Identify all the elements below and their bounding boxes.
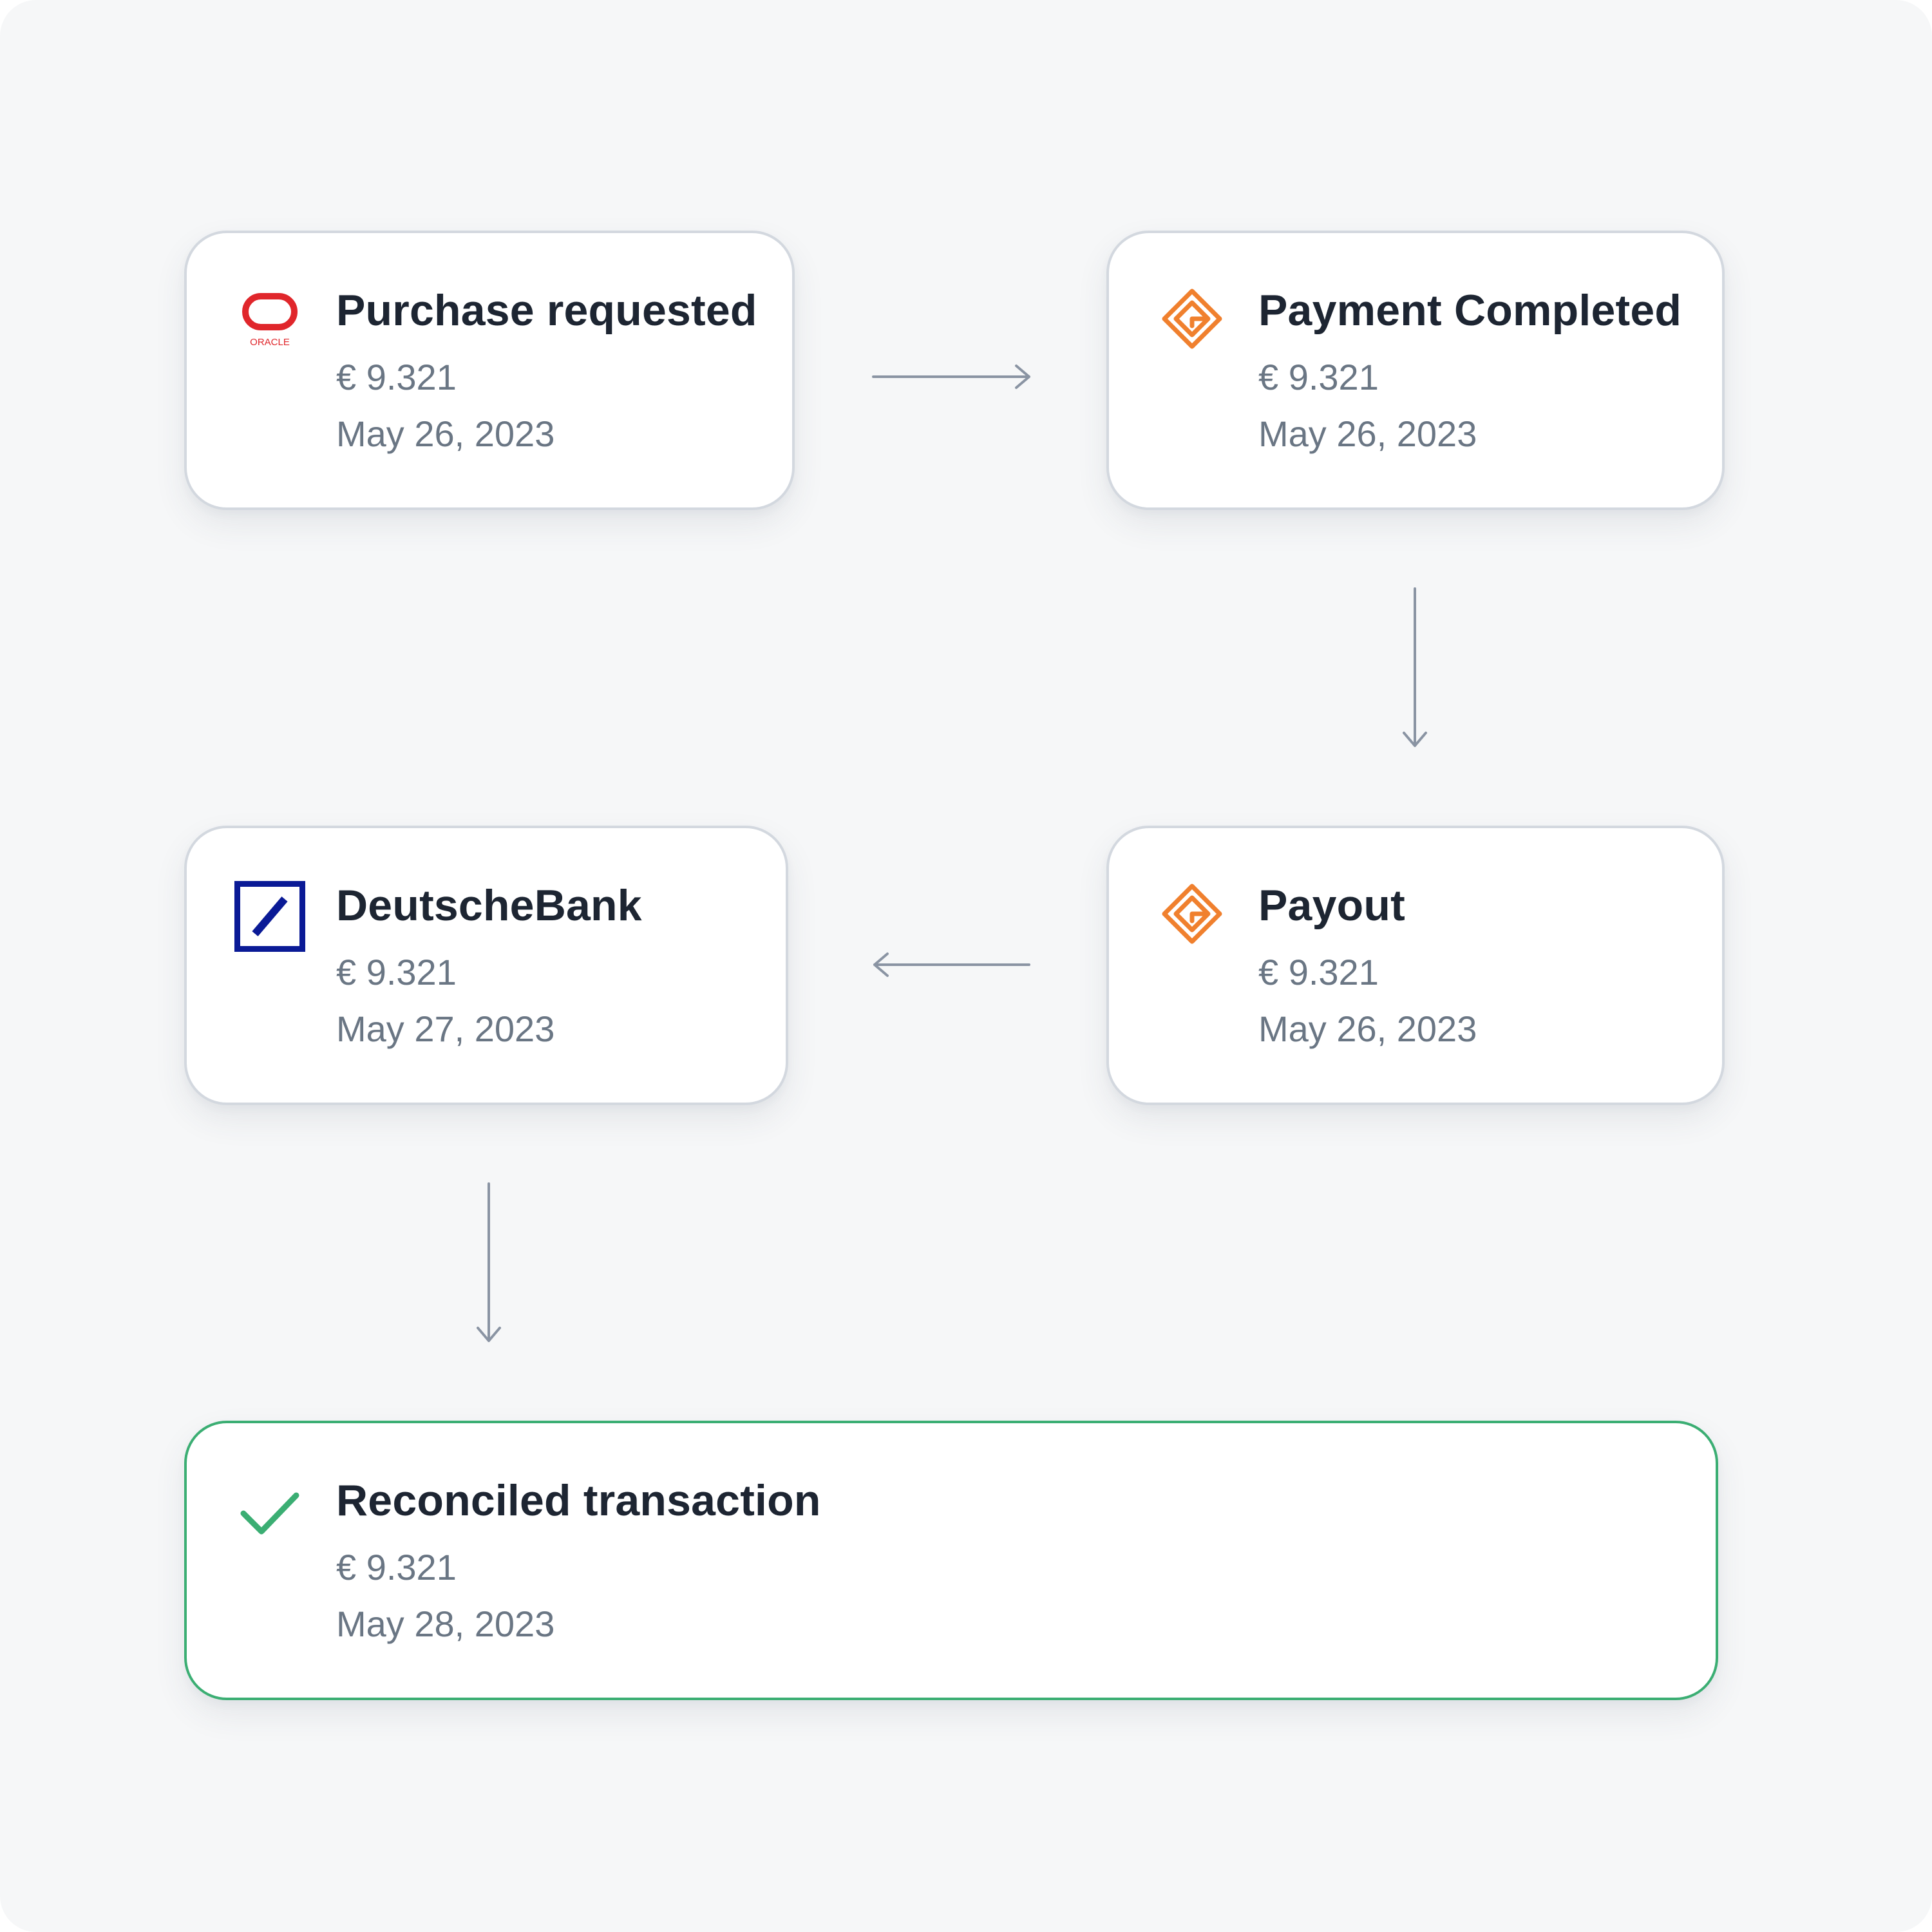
arrow-left-icon bbox=[872, 949, 1030, 981]
step-date: May 26, 2023 bbox=[1258, 413, 1477, 454]
arrow-down-icon bbox=[473, 1182, 505, 1343]
step-title: DeutscheBank bbox=[336, 881, 642, 930]
payment-provider-logo-icon bbox=[1157, 881, 1227, 952]
step-date: May 28, 2023 bbox=[336, 1604, 555, 1644]
step-amount: € 9.321 bbox=[1258, 952, 1379, 992]
checkmark-icon bbox=[234, 1476, 305, 1547]
payment-completed-card: Payment Completed € 9.321 May 26, 2023 bbox=[1106, 231, 1725, 510]
arrow-down-icon bbox=[1399, 587, 1431, 748]
arrow-right-icon bbox=[872, 361, 1032, 393]
step-title: Reconciled transaction bbox=[336, 1476, 821, 1525]
deutsche-bank-card: DeutscheBank € 9.321 May 27, 2023 bbox=[184, 826, 788, 1105]
step-date: May 27, 2023 bbox=[336, 1009, 555, 1049]
deutsche-bank-logo-icon bbox=[234, 881, 305, 952]
step-date: May 26, 2023 bbox=[336, 413, 555, 454]
purchase-requested-card: ORACLE Purchase requested € 9.321 May 26… bbox=[184, 231, 795, 510]
payout-card: Payout € 9.321 May 26, 2023 bbox=[1106, 826, 1725, 1105]
oracle-logo-icon: ORACLE bbox=[234, 286, 305, 357]
step-amount: € 9.321 bbox=[1258, 357, 1379, 397]
step-date: May 26, 2023 bbox=[1258, 1009, 1477, 1049]
svg-text:ORACLE: ORACLE bbox=[250, 337, 290, 348]
reconciled-transaction-card: Reconciled transaction € 9.321 May 28, 2… bbox=[184, 1421, 1718, 1700]
step-title: Payout bbox=[1258, 881, 1405, 930]
step-title: Payment Completed bbox=[1258, 286, 1682, 335]
step-amount: € 9.321 bbox=[336, 952, 457, 992]
step-amount: € 9.321 bbox=[336, 357, 457, 397]
step-amount: € 9.321 bbox=[336, 1547, 457, 1587]
payment-provider-logo-icon bbox=[1157, 286, 1227, 357]
step-title: Purchase requested bbox=[336, 286, 757, 335]
